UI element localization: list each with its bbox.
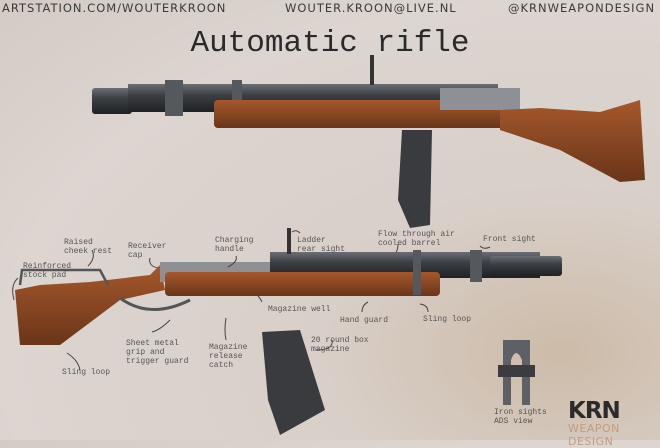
callout-box-magazine: 20 round box magazine (311, 336, 369, 354)
callout-front-sight: Front sight (483, 235, 536, 244)
rear-sight (370, 55, 374, 85)
stock (15, 265, 165, 345)
hand-guard (214, 100, 504, 128)
rifle-side-view-top (92, 55, 645, 228)
logo-mark: KRN (568, 398, 621, 424)
trigger-guard (119, 296, 191, 311)
muzzle (92, 88, 132, 114)
callout-charging-handle: Charging handle (215, 236, 254, 254)
box-magazine (262, 330, 325, 435)
callout-magazine-release: Magazine release catch (209, 343, 248, 370)
iron-sights-ads (498, 340, 535, 405)
callout-iron-sights: Iron sights ADS view (494, 408, 547, 426)
callout-grip-trigger-guard: Sheet metal grip and trigger guard (126, 339, 189, 366)
callout-hand-guard: Hand guard (340, 316, 389, 325)
callout-raised-cheek-rest: Raised cheek rest (64, 238, 113, 256)
hand-guard (165, 272, 440, 296)
callout-reinforced-stock-pad: Reinforced stock pad (23, 262, 72, 280)
email-address: WOUTER.KROON@LIVE.NL (285, 1, 457, 15)
artstation-url: ARTSTATION.COM/WOUTERKROON (2, 1, 227, 15)
rifle-side-view-bottom (15, 228, 562, 345)
callout-barrel: Flow through air cooled barrel (378, 230, 455, 248)
barrel-band (165, 80, 183, 116)
callout-ladder-rear-sight: Ladder rear sight (297, 236, 346, 254)
social-handle: @KRNWEAPONDESIGN (508, 1, 656, 15)
muzzle (490, 256, 562, 276)
receiver (440, 88, 520, 110)
cheek-rest (18, 268, 110, 286)
callout-receiver-cap: Receiver cap (128, 242, 167, 260)
callout-sling-loop-rear: Sling loop (62, 368, 111, 377)
stock (500, 100, 645, 182)
callout-magazine-well: Magazine well (268, 305, 331, 314)
ladder-rear-sight (287, 228, 291, 254)
magazine (398, 130, 432, 228)
krn-logo: KRN WEAPON DESIGN (568, 400, 660, 448)
barrel-band (413, 250, 421, 295)
logo-tagline: WEAPON DESIGN (568, 422, 620, 448)
page-title: Automatic rifle (190, 26, 470, 61)
callout-sling-loop-front: Sling loop (423, 315, 472, 324)
